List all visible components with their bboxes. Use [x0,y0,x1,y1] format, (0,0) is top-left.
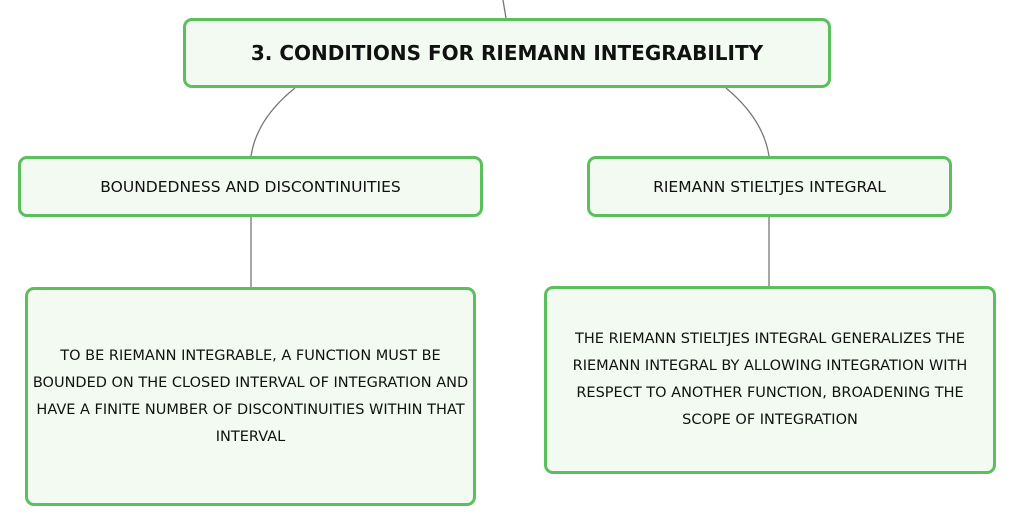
branch-node-title: RIEMANN STIELTJES INTEGRAL [653,177,886,196]
connector-root-to-boundedness [250,87,296,157]
root-node-title: 3. CONDITIONS FOR RIEMANN INTEGRABILITY [250,41,764,65]
connector-parent-to-root [502,0,507,19]
detail-node-text: THE RIEMANN STIELTJES INTEGRAL GENERALIZ… [572,331,968,428]
detail-node-boundedness[interactable]: TO BE RIEMANN INTEGRABLE, A FUNCTION MUS… [25,287,476,506]
detail-node-stieltjes[interactable]: THE RIEMANN STIELTJES INTEGRAL GENERALIZ… [544,286,996,474]
connector-root-to-stieltjes [725,87,770,157]
detail-node-text: TO BE RIEMANN INTEGRABLE, A FUNCTION MUS… [32,347,469,445]
root-node[interactable]: 3. CONDITIONS FOR RIEMANN INTEGRABILITY [183,18,831,88]
branch-node-boundedness[interactable]: BOUNDEDNESS AND DISCONTINUITIES [18,156,483,217]
branch-node-title: BOUNDEDNESS AND DISCONTINUITIES [100,177,401,196]
branch-node-stieltjes[interactable]: RIEMANN STIELTJES INTEGRAL [587,156,952,217]
